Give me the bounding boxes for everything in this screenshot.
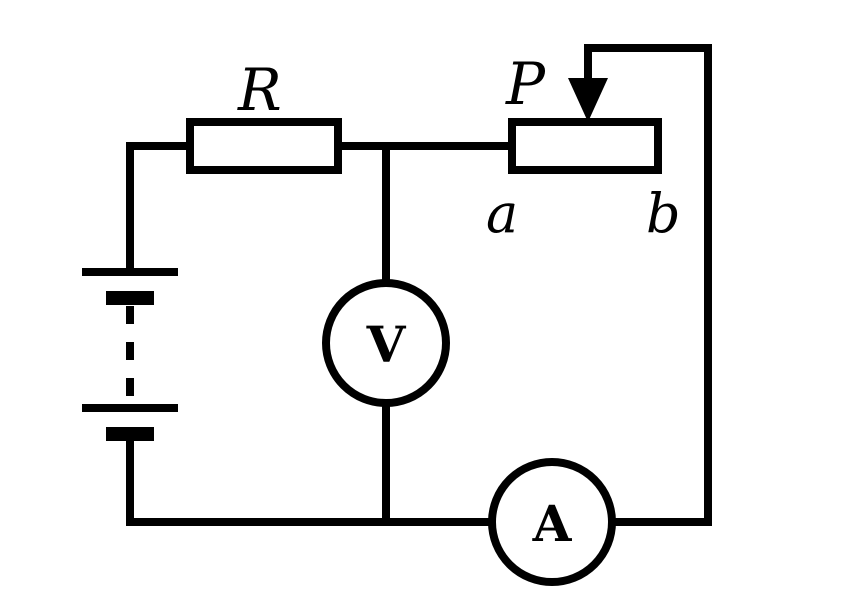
resistor-r-body	[186, 118, 342, 174]
resistor-r: R	[186, 56, 342, 174]
rheostat-end-b-label: b	[646, 182, 681, 245]
slider-p-arrowhead	[568, 78, 608, 122]
wire-bottom	[126, 434, 496, 526]
ammeter: A	[488, 458, 616, 586]
voltmeter-circle	[322, 279, 450, 407]
resistor-r-label: R	[237, 56, 282, 124]
wires	[126, 44, 712, 526]
voltmeter: V	[322, 279, 450, 407]
slider-p-label: P	[505, 50, 546, 118]
rheostat: P a b	[486, 50, 681, 245]
battery	[82, 268, 178, 441]
rheostat-end-a-label: a	[486, 182, 518, 245]
rheostat-body	[508, 118, 662, 174]
ammeter-label: A	[532, 494, 573, 553]
wire-ammeter-to-slider	[584, 44, 712, 526]
ammeter-circle	[488, 458, 616, 586]
voltmeter-label: V	[366, 315, 407, 374]
wire-left-top	[126, 142, 194, 274]
